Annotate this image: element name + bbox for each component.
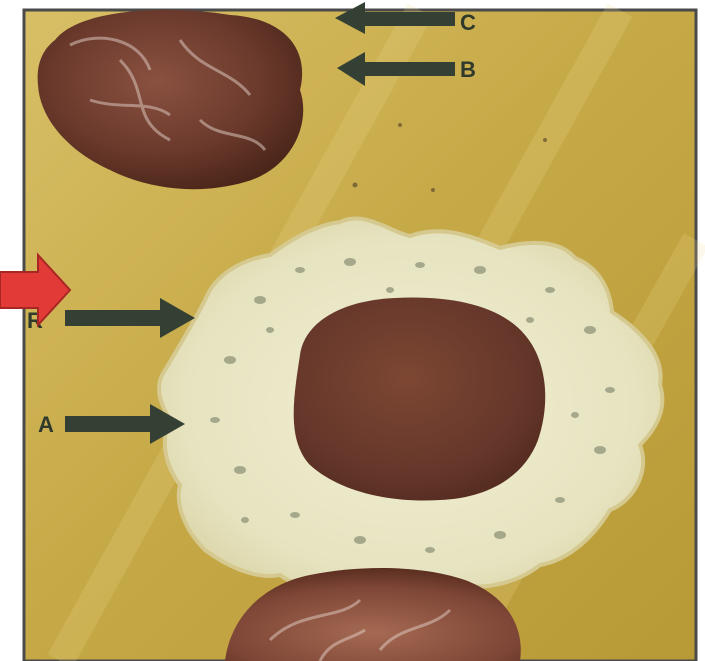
central-cell [159,218,662,594]
label-c: C [460,10,476,35]
label-a: A [38,412,54,437]
cell-nucleus [294,297,546,500]
label-b: B [460,57,476,82]
